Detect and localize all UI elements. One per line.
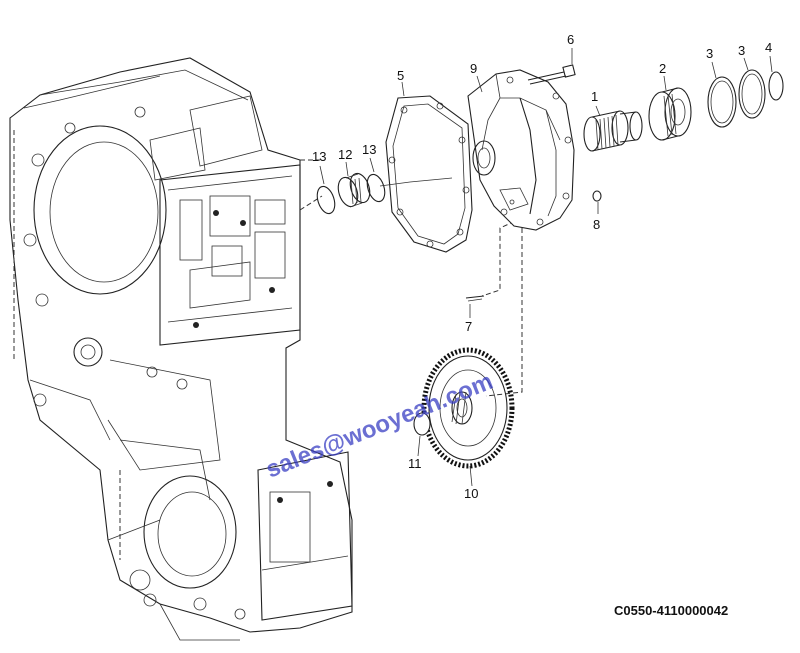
part-2-bearing (648, 87, 692, 141)
callout-3a: 3 (706, 46, 713, 61)
callout-13b: 13 (362, 142, 376, 157)
part-13-snap-ring-left (316, 185, 336, 215)
part-1-shaft (583, 110, 643, 152)
callout-8: 8 (593, 217, 600, 232)
part-4-snap-ring (768, 71, 784, 101)
part-10-gear (421, 347, 515, 469)
part-13-snap-ring-right (366, 173, 386, 203)
callout-3b: 3 (738, 43, 745, 58)
part-9-cover-housing (467, 69, 575, 231)
part-code: C0550-4110000042 (614, 603, 728, 618)
callout-1: 1 (591, 89, 598, 104)
part-12-needle-bearing (337, 172, 371, 208)
callout-2: 2 (659, 61, 666, 76)
part-3-shim-b (738, 69, 766, 119)
callout-labels: 1 2 3 3 4 5 6 7 8 9 10 11 12 13 13 (312, 32, 772, 501)
callout-5: 5 (397, 68, 404, 83)
part-11-washer (413, 412, 431, 436)
callout-11: 11 (408, 456, 422, 471)
transmission-housing (9, 57, 353, 641)
part-3-shim-a (707, 76, 737, 128)
callout-7: 7 (465, 319, 472, 334)
callout-9: 9 (470, 61, 477, 76)
part-5-gasket (379, 95, 473, 253)
part-6-bolt (527, 64, 576, 85)
callout-12: 12 (338, 147, 352, 162)
part-7-pin (465, 295, 485, 302)
watermark-text: sales@wooyeah.com (262, 368, 497, 484)
callout-13a: 13 (312, 149, 326, 164)
part-8-plug (592, 190, 602, 202)
callout-6: 6 (567, 32, 574, 47)
callout-10: 10 (464, 486, 478, 501)
callout-4: 4 (765, 40, 772, 55)
leader-lines (319, 48, 773, 487)
